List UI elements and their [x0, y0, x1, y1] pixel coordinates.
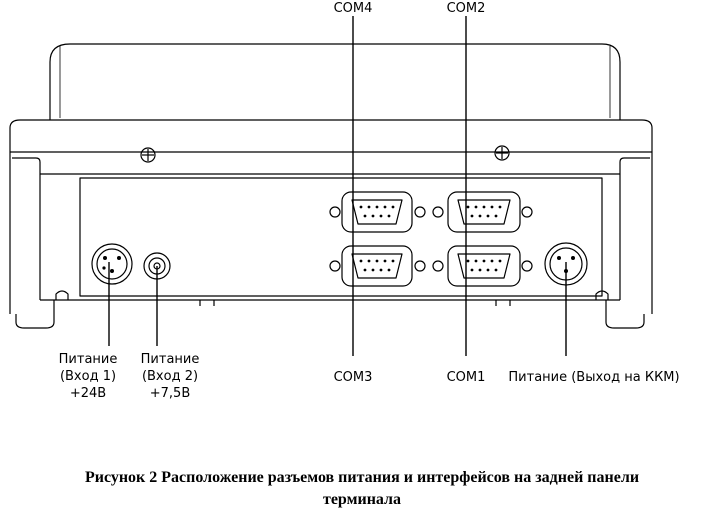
com3-pins	[359, 259, 395, 272]
back-panel	[79, 177, 603, 297]
foot-right	[605, 300, 645, 329]
label-power-input2-line3: +7,5В	[149, 386, 191, 401]
label-com1: COM1	[446, 370, 486, 385]
com1-connector	[432, 245, 533, 287]
figure-caption-line1: Рисунок 2 Расположение разъемов питания …	[84, 469, 640, 486]
label-com3: COM3	[333, 370, 373, 385]
power-output-pins	[557, 256, 575, 273]
com3-connector	[329, 245, 426, 287]
label-power-output: Питание (Выход на ККМ)	[508, 370, 680, 385]
front-bezel	[9, 119, 653, 314]
com4-pins	[359, 205, 395, 218]
power-input1-pins	[102, 256, 121, 273]
label-power-input1: Питание (Вход 1) +24В	[52, 351, 124, 402]
label-power-input1-line3: +24В	[69, 386, 107, 401]
foot-left	[15, 300, 55, 329]
label-power-input1-line1: Питание	[58, 352, 118, 367]
label-com4: COM4	[333, 1, 373, 16]
screw-right-icon	[494, 145, 510, 161]
com2-pins	[466, 205, 502, 218]
label-power-input2-line1: Питание	[140, 352, 200, 367]
power-input1-connector	[91, 243, 133, 285]
label-power-input2-line2: (Вход 2)	[141, 369, 199, 384]
figure-caption-line2: терминала	[322, 491, 402, 508]
com2-connector	[432, 191, 533, 233]
top-housing	[49, 43, 621, 120]
label-power-input1-line2: (Вход 1)	[59, 369, 117, 384]
label-com2: COM2	[446, 1, 486, 16]
com4-connector	[329, 191, 426, 233]
com1-pins	[466, 259, 502, 272]
label-power-input2: Питание (Вход 2) +7,5В	[134, 351, 206, 402]
screw-left-icon	[140, 147, 156, 163]
